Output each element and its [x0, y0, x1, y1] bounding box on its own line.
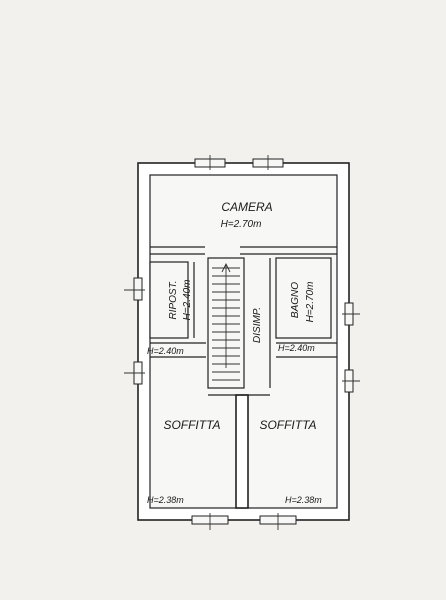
soffitta-left-height-bottom: H=2.38m — [147, 495, 184, 505]
ripost-room — [149, 261, 189, 339]
camera-height: H=2.70m — [221, 219, 262, 230]
windows — [124, 155, 360, 530]
disimp-label: DISIMP. — [252, 307, 263, 343]
soffitta-right-label: SOFFITTA — [259, 418, 316, 432]
soffitta-left-height-top: H=2.40m — [147, 346, 184, 356]
soffitta-right-height-bottom: H=2.38m — [285, 495, 322, 505]
central-partition — [235, 394, 249, 509]
camera-label: CAMERA — [221, 200, 272, 214]
ripost-label: RIPOST. — [168, 280, 179, 319]
soffitta-right-height-top: H=2.40m — [278, 343, 315, 353]
soffitta-left-label: SOFFITTA — [163, 418, 220, 432]
bagno-height: H=2.70m — [305, 282, 316, 323]
bagno-room — [275, 257, 332, 339]
window-left-upper — [133, 277, 143, 301]
stair-arrow-icon — [221, 262, 231, 273]
ripost-height: H=2.40m — [182, 280, 193, 321]
bagno-label: BAGNO — [290, 282, 301, 318]
